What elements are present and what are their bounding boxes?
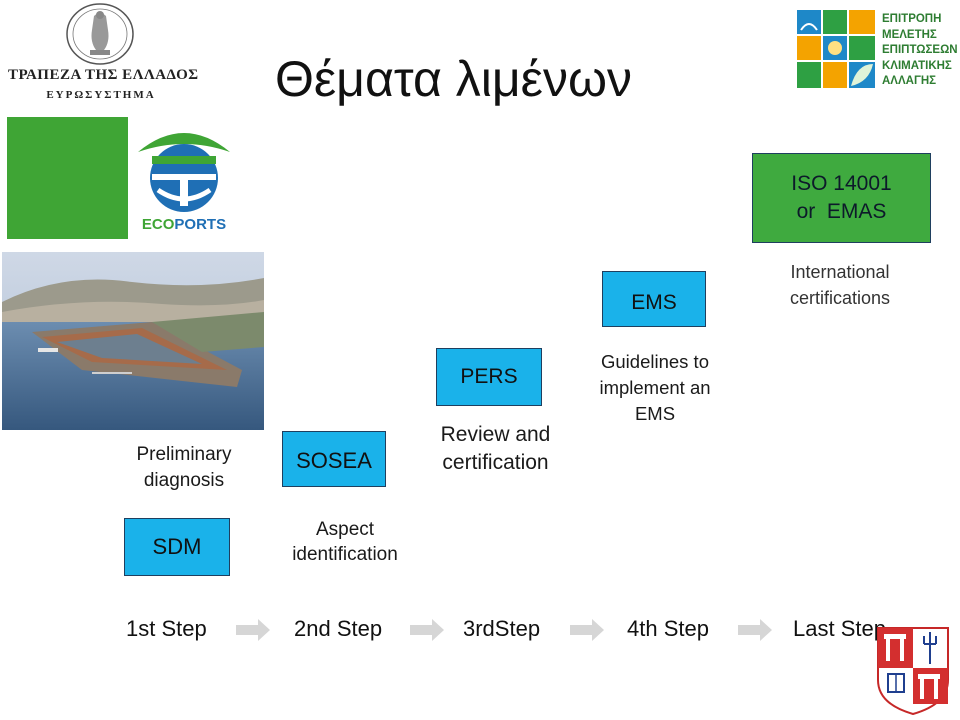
label-line: Aspect bbox=[315, 519, 375, 540]
committee-line: ΚΛΙΜΑΤΙΚΗΣ bbox=[882, 59, 952, 72]
label-line: certifications bbox=[789, 288, 891, 308]
sdm-box: SDM bbox=[124, 518, 230, 576]
guidelines-label: Guidelines to implement an EMS bbox=[578, 349, 732, 427]
review-certification-label: Review and certification bbox=[418, 421, 573, 477]
label-line: identification bbox=[292, 544, 398, 565]
university-logo-icon bbox=[877, 627, 949, 716]
step-last-label: Last Step bbox=[793, 616, 886, 641]
label-line: implement an bbox=[599, 377, 711, 398]
climate-committee-logo-icon bbox=[797, 10, 875, 88]
arrow-right-icon bbox=[410, 619, 444, 641]
step-4-label: 4th Step bbox=[627, 616, 709, 641]
page-title: Θέματα λιμένων bbox=[275, 51, 632, 107]
ecoports-logo-icon: ECOPORTS bbox=[138, 133, 230, 233]
step-2-label: 2nd Step bbox=[294, 616, 383, 641]
bank-of-greece-logo: ΤΡΑΠΕΖΑ ΤΗΣ ΕΛΛΑΔΟΣ ΕΥΡΩΣΥΣΤΗΜΑ bbox=[0, 0, 200, 110]
step-3-label: 3rdStep bbox=[463, 616, 541, 641]
label-line: Review and bbox=[440, 423, 551, 446]
arrow-right-icon bbox=[236, 619, 270, 641]
label-line: EMS bbox=[634, 403, 676, 424]
arrow-right-icon bbox=[570, 619, 604, 641]
climate-committee-name: ΕΠΙΤΡΟΠΗ ΜΕΛΕΤΗΣ ΕΠΙΠΤΩΣΕΩΝ ΚΛΙΜΑΤΙΚΗΣ Α… bbox=[882, 12, 960, 90]
ems-box: EMS bbox=[602, 271, 706, 327]
iso-line: ISO 14001 bbox=[791, 172, 892, 195]
green-square-decoration bbox=[7, 117, 128, 239]
port-aerial-photo bbox=[2, 252, 264, 430]
label-line: diagnosis bbox=[143, 470, 225, 491]
ecoports-text: ECOPORTS bbox=[142, 216, 226, 233]
committee-line: ΜΕΛΕΤΗΣ bbox=[882, 28, 937, 41]
label-line: Preliminary bbox=[136, 444, 232, 465]
bank-seal-icon bbox=[66, 3, 134, 65]
international-certifications-label: International certifications bbox=[760, 259, 920, 311]
arrow-right-icon bbox=[738, 619, 772, 641]
preliminary-diagnosis-label: Preliminary diagnosis bbox=[114, 442, 254, 494]
committee-line: ΕΠΙΠΤΩΣΕΩΝ bbox=[882, 44, 958, 56]
label-line: Guidelines to bbox=[601, 351, 709, 372]
aspect-identification-label: Aspect identification bbox=[275, 517, 415, 567]
bank-subtitle: ΕΥΡΩΣΥΣΤΗΜΑ bbox=[46, 89, 156, 101]
pers-box: PERS bbox=[436, 348, 542, 406]
step-1-label: 1st Step bbox=[126, 616, 207, 641]
emas-line: or EMAS bbox=[796, 200, 887, 223]
label-line: certification bbox=[442, 451, 549, 474]
iso-emas-box: ISO 14001 or EMAS bbox=[752, 153, 931, 243]
label-line: International bbox=[790, 262, 890, 282]
committee-line: ΕΠΙΤΡΟΠΗ bbox=[882, 13, 942, 25]
bank-name: ΤΡΑΠΕΖΑ ΤΗΣ ΕΛΛΑΔΟΣ bbox=[8, 67, 199, 83]
committee-line: ΑΛΛΑΓΗΣ bbox=[882, 75, 937, 87]
sosea-box: SOSEA bbox=[282, 431, 386, 487]
